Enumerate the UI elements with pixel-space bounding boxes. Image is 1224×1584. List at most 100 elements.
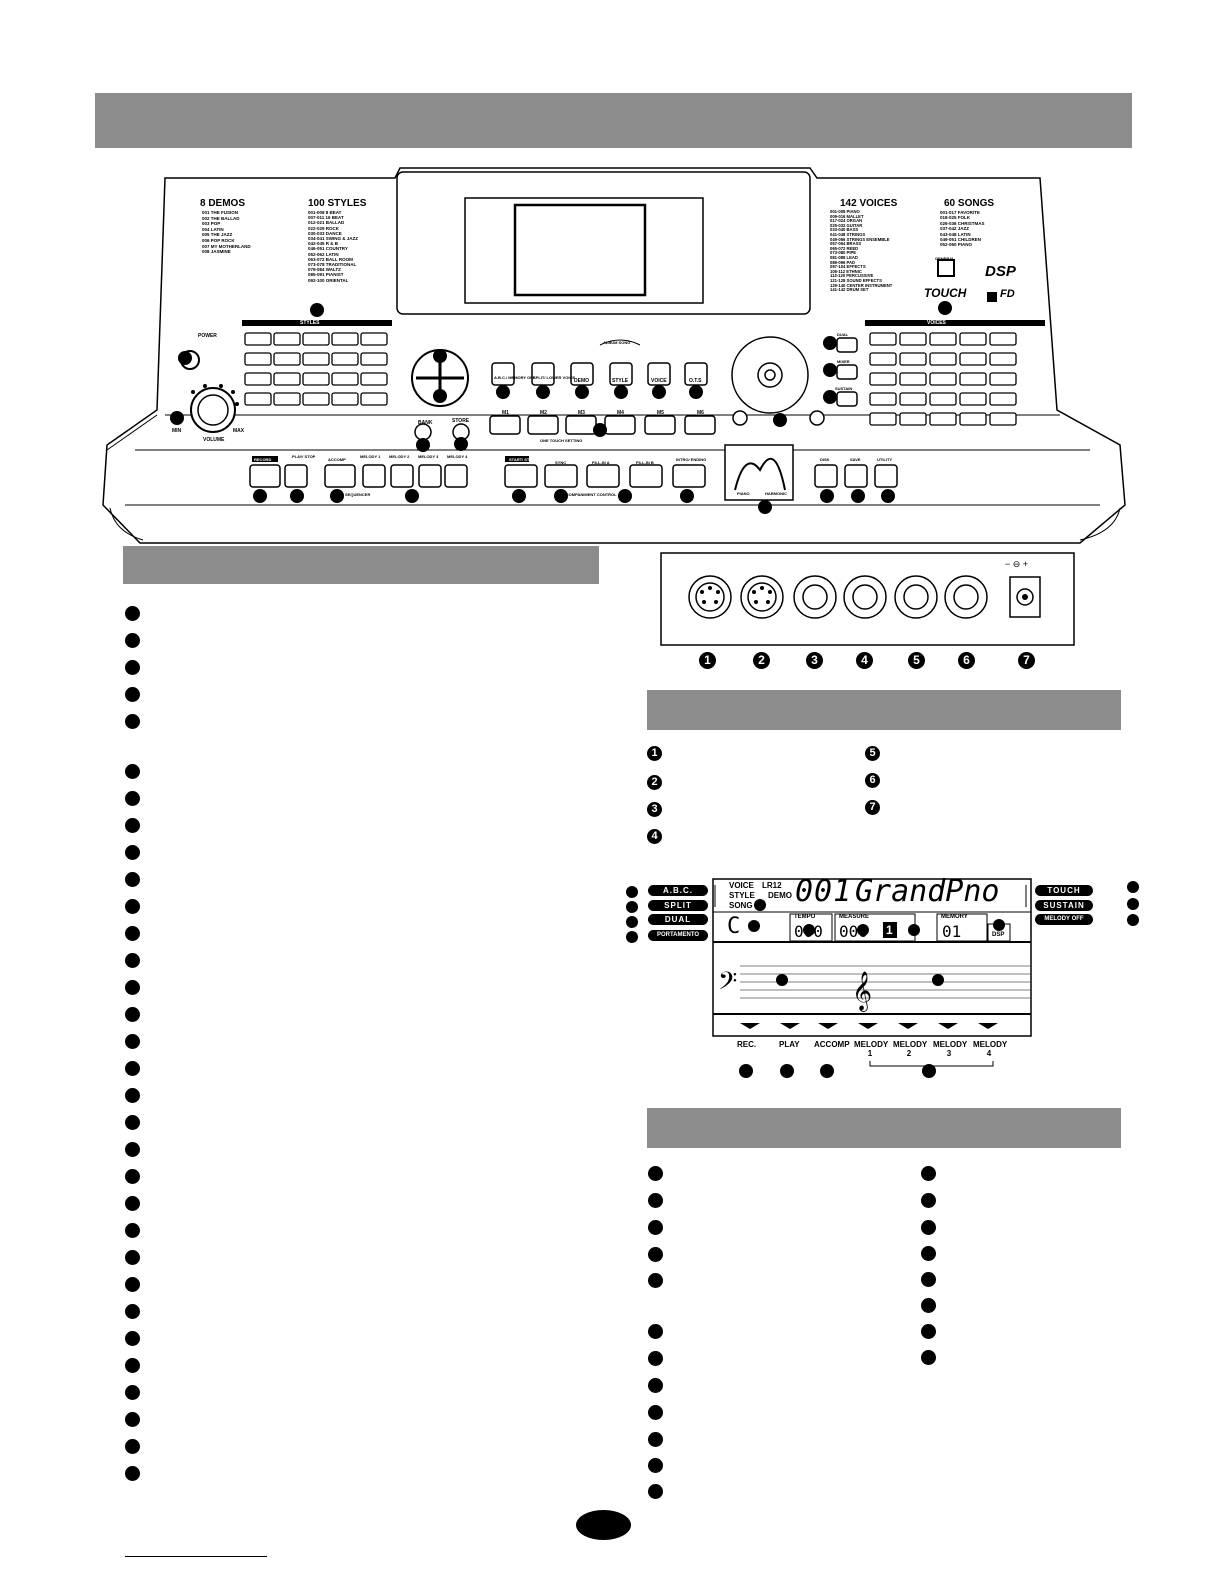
page-header-bar: [95, 93, 1132, 148]
list-bullet: [921, 1298, 936, 1313]
rear-callout-1: 1: [699, 652, 716, 669]
intro-ending-label: INTRO/ ENDING: [676, 457, 707, 462]
lcd-track-callouts: [739, 1061, 994, 1078]
style-group-item: 012-021 BALLAD: [308, 220, 345, 226]
list-bullet: [125, 687, 140, 702]
list-bullet: [648, 1351, 663, 1366]
list-bullet: [125, 1250, 140, 1265]
list-bullet: [648, 1193, 663, 1208]
rear-legend-5: 5: [865, 746, 880, 761]
list-bullet: [648, 1247, 663, 1262]
lcd-lr-label: LR12: [762, 881, 782, 890]
voice-group-item: 009-016 MALLET: [830, 213, 864, 219]
list-bullet: [125, 899, 140, 914]
list-bullet: [125, 714, 140, 729]
list-bullet: [125, 1088, 140, 1103]
voice-group-item: 141-142 DRUM SET: [830, 287, 869, 293]
lcd-track-melody1: MELODY 1: [854, 1040, 889, 1058]
list-bullet: [921, 1272, 936, 1287]
voice-button-label: VOICE: [651, 378, 667, 384]
list-bullet: [648, 1324, 663, 1339]
footer-rule: [125, 1556, 267, 1557]
lcd-callout: [626, 931, 638, 943]
list-bullet: [125, 1358, 140, 1373]
m6-label: M6: [697, 410, 704, 416]
rear-callout-5: 5: [908, 652, 925, 669]
volume-label: VOLUME: [203, 437, 225, 443]
lcd-callout: [1127, 881, 1139, 893]
lcd-track-melody4: MELODY 4: [973, 1040, 1008, 1058]
lcd-track-melody3: MELODY 3: [933, 1040, 968, 1058]
style-group-item: 022-029 ROCK: [308, 225, 340, 231]
section-bar-left: [123, 546, 599, 584]
lcd-callout: [626, 901, 638, 913]
record-label: RECORD: [254, 457, 272, 462]
voice-group-item: 121-128 SOUND EFFECTS: [830, 277, 882, 283]
page-number-badge: [576, 1510, 631, 1540]
list-bullet: [125, 1034, 140, 1049]
svg-text:𝄞: 𝄞: [852, 971, 872, 1012]
accomp-label: ACCOMP: [328, 457, 346, 462]
lcd-display-number: 001: [795, 874, 853, 909]
rear-legend-4: 4: [647, 829, 662, 844]
song-group-item: 037-042 JAZZ: [940, 226, 970, 232]
list-bullet: [125, 980, 140, 995]
list-bullet: [125, 1277, 140, 1292]
style-group-item: 046-051 COUNTRY: [308, 246, 348, 252]
demos-title: 8 DEMOS: [200, 198, 246, 209]
song-group-item: 043-048 LATIN: [940, 231, 971, 237]
voice-group-item: 033-040 BASS: [830, 227, 859, 233]
style-group-item: 073-078 TRADITIONAL: [308, 262, 357, 268]
rear-panel-diagram: [660, 552, 1075, 646]
lcd-style-label: STYLE: [729, 891, 755, 900]
voice-group-item: 081-088 LEAD: [830, 254, 858, 260]
style-group-item: 052-062 LATIN: [308, 251, 339, 257]
bank-label: BANK: [418, 420, 433, 426]
song-group-item: 052-060 PIANO: [940, 242, 973, 248]
lcd-callout: [626, 886, 638, 898]
voice-group-item: 073-080 PIPE: [830, 250, 857, 256]
style-button-label: STYLE: [612, 378, 629, 384]
list-bullet: [648, 1166, 663, 1181]
list-bullet: [125, 1304, 140, 1319]
voice-group-item: 113-120 PERCUSSIVE: [830, 273, 874, 279]
start-stop-label: START/ STOP: [509, 457, 536, 462]
m1-label: M1: [502, 410, 509, 416]
lcd-track-play: PLAY: [779, 1040, 800, 1049]
melody3-label: MELODY 3: [418, 454, 439, 459]
touch-logo: TOUCH: [924, 286, 967, 300]
style-group-item: 085-091 PIANIST: [308, 272, 344, 278]
list-bullet: [125, 872, 140, 887]
list-bullet: [648, 1405, 663, 1420]
voice-group-item: 089-096 PAD: [830, 259, 856, 265]
one-touch-setting-label: ONE TOUCH SETTING: [540, 438, 583, 443]
lcd-pill-split: SPLIT: [648, 900, 708, 911]
list-bullet: [921, 1220, 936, 1235]
lcd-pill-dual: DUAL: [648, 914, 708, 925]
volume-min-label: MIN: [172, 428, 182, 434]
style-group-item: 079-084 WALTZ: [308, 267, 341, 273]
demo-item: 002 THE BALLAD: [202, 215, 240, 221]
harmonic-label: HARMONIC: [765, 491, 787, 496]
styles-list: 001-008 8 BEAT 007-011 16 BEAT 012-021 B…: [308, 210, 358, 283]
dual-label: DUAL: [837, 332, 849, 337]
voice-group-item: 057-064 BRASS: [830, 241, 862, 247]
lcd-measure-value: 000: [839, 922, 868, 941]
voice-group-item: 041-048 STRINGS: [830, 231, 866, 237]
album-song-label: ALBUM SONG: [603, 340, 631, 345]
list-bullet: [125, 1385, 140, 1400]
demo-item: 007 MY MOTHERLAND: [202, 243, 251, 249]
style-group-item: 092-100 ORIENTAL: [308, 277, 349, 283]
list-bullet: [125, 1169, 140, 1184]
voice-group-item: 129-140 CENTER INSTRUMENT: [830, 282, 893, 288]
lcd-callout-list-left: [648, 1166, 668, 1506]
lcd-pill-touch: TOUCH: [1035, 885, 1093, 896]
lcd-pill-sustain: SUSTAIN: [1035, 900, 1093, 911]
lcd-song-label: SONG: [729, 901, 753, 910]
list-bullet: [125, 1007, 140, 1022]
section-bar-rear: [647, 690, 1121, 730]
m2-label: M2: [540, 410, 547, 416]
dc-polarity-label: − ⊖ +: [1005, 559, 1029, 569]
list-bullet: [125, 791, 140, 806]
accompaniment-control-label: ACCOMPANIMENT CONTROL: [560, 492, 617, 497]
